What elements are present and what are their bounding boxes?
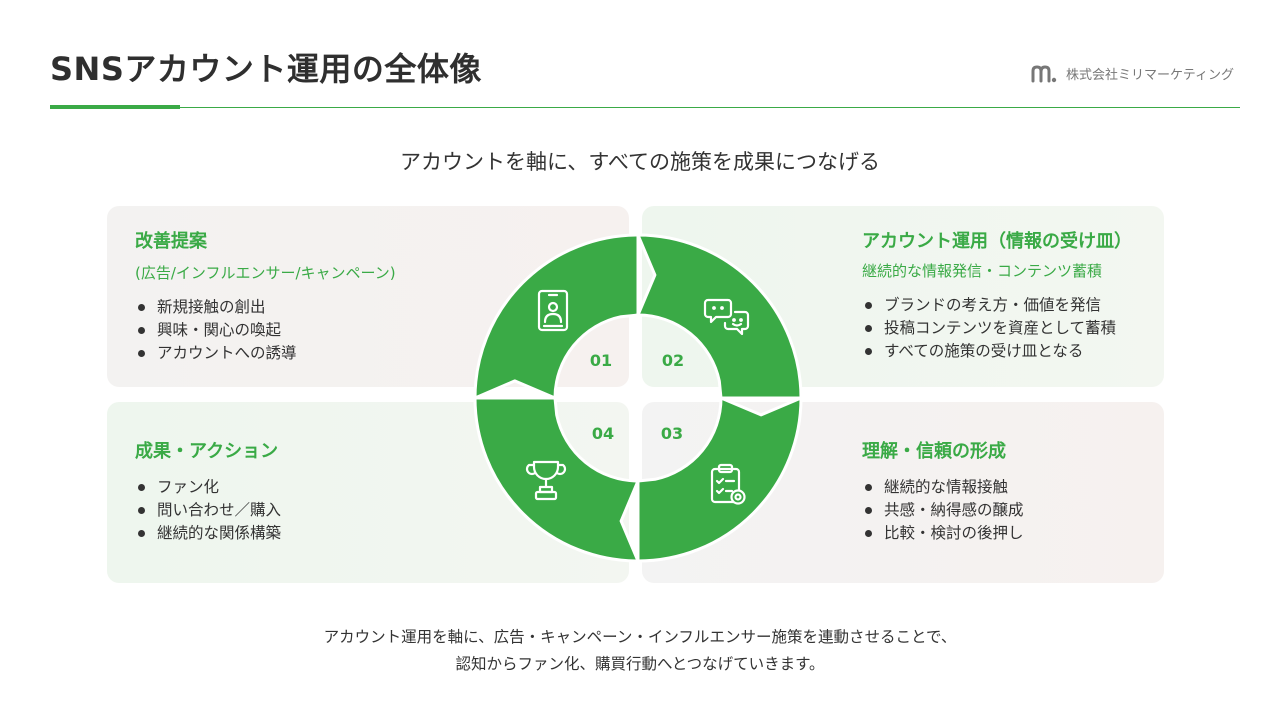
card-trust-title: 理解・信頼の形成 bbox=[862, 441, 1006, 462]
card-improve-text: 改善提案 (広告/インフルエンサー/キャンペーン) 新規接触の創出 興味・関心の… bbox=[135, 230, 396, 365]
card-results-list: ファン化 問い合わせ／購入 継続的な関係構築 bbox=[135, 476, 281, 545]
card-account-text: アカウント運用（情報の受け皿） 継続的な情報発信・コンテンツ蓄積 ブランドの考え… bbox=[862, 230, 1132, 363]
list-item: すべての施策の受け皿となる bbox=[862, 340, 1132, 363]
header-accent-bar bbox=[50, 105, 180, 109]
card-results-title: 成果・アクション bbox=[135, 441, 279, 462]
chat-bubbles-icon bbox=[703, 298, 750, 336]
cycle-segment-04 bbox=[473, 396, 640, 563]
list-item: 投稿コンテンツを資産として蓄積 bbox=[862, 317, 1132, 340]
list-item: 継続的な情報接触 bbox=[862, 476, 1024, 499]
card-improve-title: 改善提案 bbox=[135, 231, 207, 252]
card-improve-list: 新規接触の創出 興味・関心の喚起 アカウントへの誘導 bbox=[135, 296, 396, 365]
trophy-icon bbox=[525, 460, 567, 501]
diagram-subtitle: アカウントを軸に、すべての施策を成果につなげる bbox=[399, 150, 881, 174]
card-account-title: アカウント運用（情報の受け皿） bbox=[862, 231, 1132, 252]
tablet-person-icon bbox=[537, 289, 569, 332]
cycle-segment-01 bbox=[473, 233, 640, 400]
company-name: 株式会社ミリマーケティング bbox=[1066, 68, 1234, 83]
company-logo: 株式会社ミリマーケティング bbox=[1030, 64, 1234, 83]
cycle-number-04: 04 bbox=[592, 424, 614, 443]
cycle-number-02: 02 bbox=[662, 351, 684, 370]
card-trust-list: 継続的な情報接触 共感・納得感の醸成 比較・検討の後押し bbox=[862, 476, 1024, 545]
footer-text: アカウント運用を軸に、広告・キャンペーン・インフルエンサー施策を連動させることで… bbox=[0, 624, 1280, 678]
list-item: アカウントへの誘導 bbox=[135, 342, 396, 365]
list-item: 比較・検討の後押し bbox=[862, 522, 1024, 545]
list-item: 興味・関心の喚起 bbox=[135, 319, 396, 342]
clipboard-check-icon bbox=[710, 463, 746, 505]
list-item: 問い合わせ／購入 bbox=[135, 499, 281, 522]
list-item: 新規接触の創出 bbox=[135, 296, 396, 319]
list-item: ブランドの考え方・価値を発信 bbox=[862, 294, 1132, 317]
card-trust-text: 理解・信頼の形成 継続的な情報接触 共感・納得感の醸成 比較・検討の後押し bbox=[862, 440, 1024, 545]
list-item: 継続的な関係構築 bbox=[135, 522, 281, 545]
card-account-list: ブランドの考え方・価値を発信 投稿コンテンツを資産として蓄積 すべての施策の受け… bbox=[862, 294, 1132, 363]
footer-line-1: アカウント運用を軸に、広告・キャンペーン・インフルエンサー施策を連動させることで… bbox=[323, 628, 957, 646]
cycle-number-03: 03 bbox=[661, 424, 683, 443]
card-results-text: 成果・アクション ファン化 問い合わせ／購入 継続的な関係構築 bbox=[135, 440, 281, 545]
header-divider bbox=[50, 107, 1240, 108]
cycle-segment-03 bbox=[636, 396, 803, 563]
list-item: ファン化 bbox=[135, 476, 281, 499]
footer-line-2: 認知からファン化、購買行動へとつなげていきます。 bbox=[455, 655, 825, 673]
page-title: SNSアカウント運用の全体像 bbox=[50, 50, 482, 88]
company-logo-icon bbox=[1031, 64, 1057, 82]
list-item: 共感・納得感の醸成 bbox=[862, 499, 1024, 522]
card-improve-subtitle: (広告/インフルエンサー/キャンペーン) bbox=[135, 264, 396, 282]
card-account-subtitle: 継続的な情報発信・コンテンツ蓄積 bbox=[862, 262, 1103, 280]
cycle-number-01: 01 bbox=[590, 351, 612, 370]
